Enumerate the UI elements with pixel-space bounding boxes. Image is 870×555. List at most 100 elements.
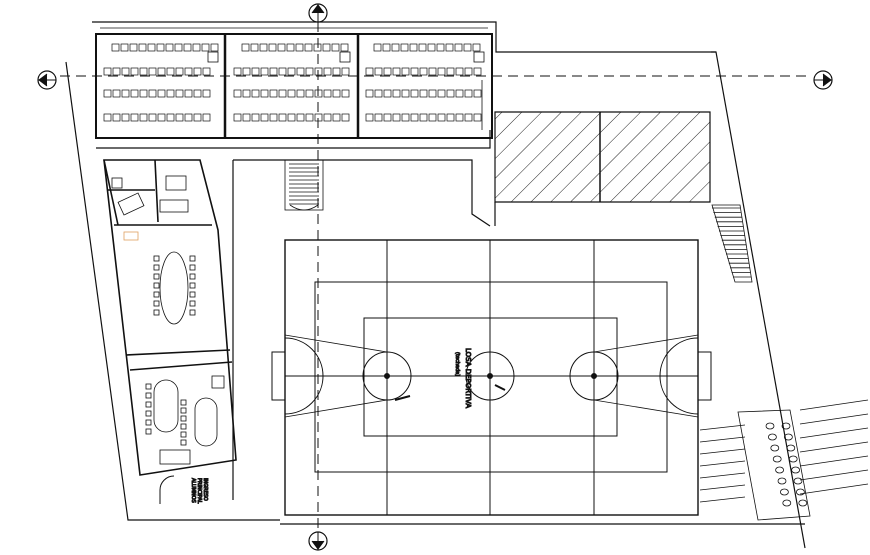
desk xyxy=(383,113,392,122)
sports-court: LOSA DEPORTIVA (techada) xyxy=(271,239,712,516)
desk xyxy=(341,89,350,98)
desk xyxy=(391,43,400,52)
desk xyxy=(233,113,242,122)
desk xyxy=(304,43,313,52)
desk xyxy=(129,43,138,52)
desk xyxy=(296,113,305,122)
desk xyxy=(193,89,202,98)
desk xyxy=(260,113,269,122)
desk xyxy=(193,67,202,76)
desk xyxy=(184,67,193,76)
main-entrance: INGRESO PRINCIPAL ALUMNOS xyxy=(159,475,209,504)
desk xyxy=(268,43,277,52)
desk xyxy=(365,67,374,76)
desk xyxy=(473,67,482,76)
desk xyxy=(259,43,268,52)
desk xyxy=(418,43,427,52)
desk xyxy=(112,67,121,76)
desk xyxy=(464,89,473,98)
desk xyxy=(419,89,428,98)
desk xyxy=(242,113,251,122)
desk xyxy=(323,113,332,122)
desk xyxy=(103,113,112,122)
desk xyxy=(157,89,166,98)
desk xyxy=(437,67,446,76)
desk xyxy=(392,89,401,98)
desk xyxy=(193,113,202,122)
desk xyxy=(419,67,428,76)
desk xyxy=(112,89,121,98)
desk xyxy=(157,113,166,122)
desk xyxy=(454,43,463,52)
desk xyxy=(260,89,269,98)
desk xyxy=(165,43,174,52)
desk xyxy=(341,113,350,122)
desk xyxy=(473,113,482,122)
classroom-block xyxy=(95,27,493,139)
entrance-label-3: ALUMNOS xyxy=(190,478,196,503)
desk xyxy=(157,67,166,76)
desk xyxy=(103,89,112,98)
desk xyxy=(437,113,446,122)
desk xyxy=(269,67,278,76)
desk xyxy=(148,89,157,98)
desk xyxy=(392,113,401,122)
desk xyxy=(148,67,157,76)
desk xyxy=(103,67,112,76)
desk xyxy=(323,67,332,76)
desk xyxy=(251,67,260,76)
entrance-label-2: PRINCIPAL xyxy=(196,478,202,504)
desk xyxy=(233,89,242,98)
desk xyxy=(166,113,175,122)
section-marker-east xyxy=(813,70,833,90)
desk xyxy=(202,113,211,122)
desk xyxy=(365,113,374,122)
desk xyxy=(332,67,341,76)
desk xyxy=(464,113,473,122)
desk xyxy=(427,43,436,52)
desk xyxy=(139,67,148,76)
desk xyxy=(331,43,340,52)
desk xyxy=(287,89,296,98)
desk xyxy=(305,67,314,76)
desk xyxy=(121,89,130,98)
desk xyxy=(175,89,184,98)
desk xyxy=(139,113,148,122)
desk xyxy=(383,67,392,76)
desk xyxy=(365,89,374,98)
desk xyxy=(332,113,341,122)
desk xyxy=(156,43,165,52)
desk xyxy=(130,89,139,98)
desk xyxy=(184,113,193,122)
desk xyxy=(286,43,295,52)
desk xyxy=(400,43,409,52)
section-marker-south xyxy=(308,531,328,551)
desk xyxy=(166,67,175,76)
desk xyxy=(401,89,410,98)
desk xyxy=(112,113,121,122)
classroom-desks xyxy=(103,43,482,122)
desk xyxy=(175,113,184,122)
desk xyxy=(202,67,211,76)
desk xyxy=(419,113,428,122)
desk xyxy=(241,43,250,52)
desk xyxy=(455,89,464,98)
desk xyxy=(410,113,419,122)
desk xyxy=(428,113,437,122)
desk xyxy=(278,113,287,122)
corridor xyxy=(96,130,491,500)
desk xyxy=(305,113,314,122)
restroom-block xyxy=(699,399,869,521)
desk xyxy=(401,67,410,76)
court-label-sub: (techada) xyxy=(454,352,460,376)
desk xyxy=(392,67,401,76)
desk xyxy=(374,89,383,98)
desk xyxy=(251,89,260,98)
section-marker-north xyxy=(308,3,328,23)
desk xyxy=(121,67,130,76)
desk xyxy=(455,113,464,122)
desk xyxy=(233,67,242,76)
desk xyxy=(374,113,383,122)
site-boundary xyxy=(65,21,806,549)
desk xyxy=(463,43,472,52)
